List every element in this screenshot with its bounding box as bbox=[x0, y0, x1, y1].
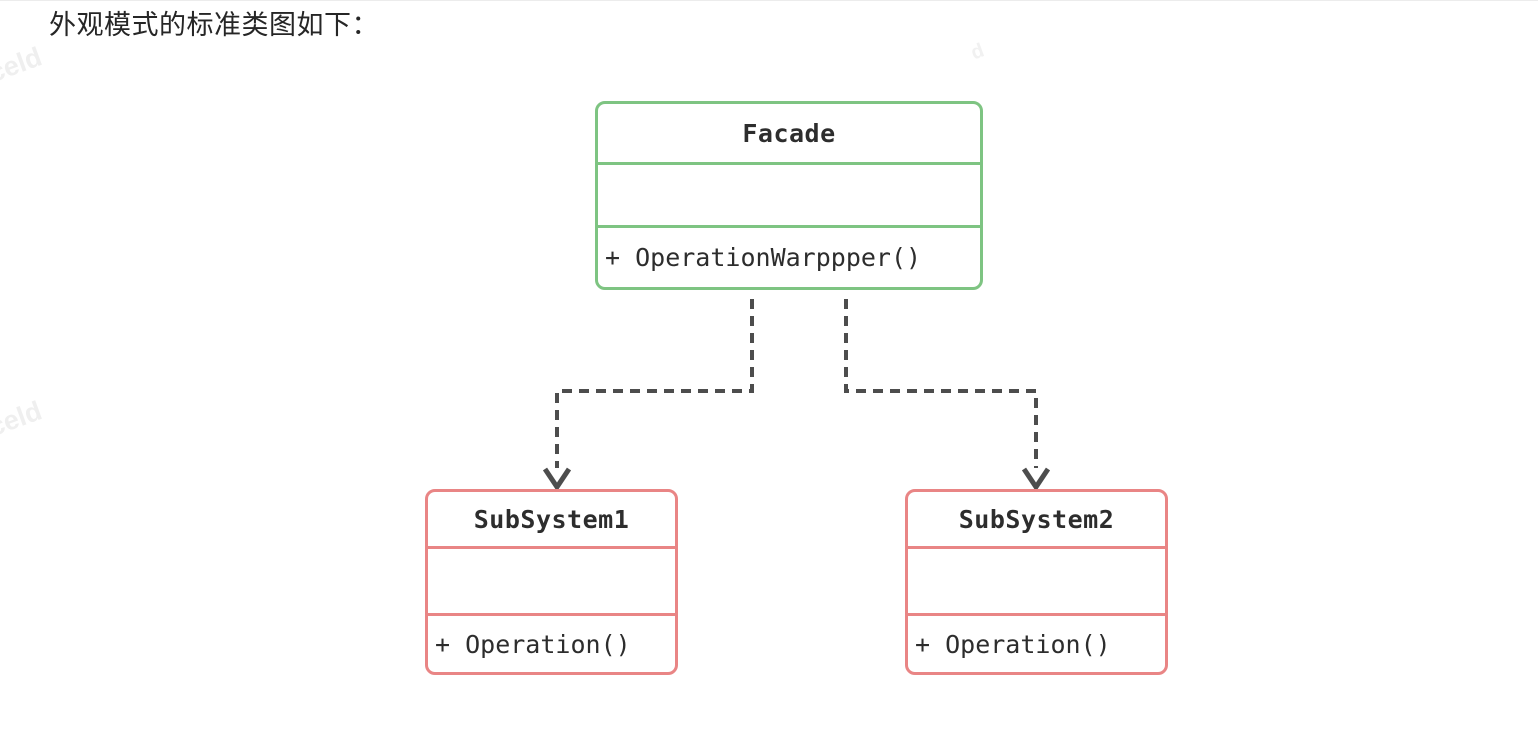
class-name-subsystem2: SubSystem2 bbox=[958, 504, 1115, 534]
page-title: 外观模式的标准类图如下： bbox=[49, 10, 379, 40]
watermark-text: celd bbox=[0, 41, 46, 89]
watermark-fragment: d bbox=[968, 39, 988, 65]
arrowhead-subsystem1-icon bbox=[542, 467, 572, 492]
arrowhead-subsystem2-icon bbox=[1021, 467, 1051, 492]
class-name-facade: Facade bbox=[742, 118, 836, 148]
class-box-subsystem2: SubSystem2 + Operation() bbox=[905, 489, 1168, 675]
watermark-text: celd bbox=[0, 395, 46, 443]
connector-facade-subsystem2 bbox=[844, 299, 1038, 468]
class-attributes-facade bbox=[598, 162, 980, 225]
connector-facade-subsystem1 bbox=[555, 299, 754, 468]
class-attributes-subsystem2 bbox=[908, 546, 1165, 613]
class-attributes-subsystem1 bbox=[428, 546, 675, 613]
class-name-subsystem1: SubSystem1 bbox=[473, 504, 630, 534]
class-methods-facade: + OperationWarppper() bbox=[598, 225, 980, 287]
class-methods-subsystem2: + Operation() bbox=[908, 613, 1165, 672]
class-box-facade: Facade + OperationWarppper() bbox=[595, 101, 983, 290]
class-methods-subsystem1: + Operation() bbox=[428, 613, 675, 672]
class-box-subsystem1: SubSystem1 + Operation() bbox=[425, 489, 678, 675]
